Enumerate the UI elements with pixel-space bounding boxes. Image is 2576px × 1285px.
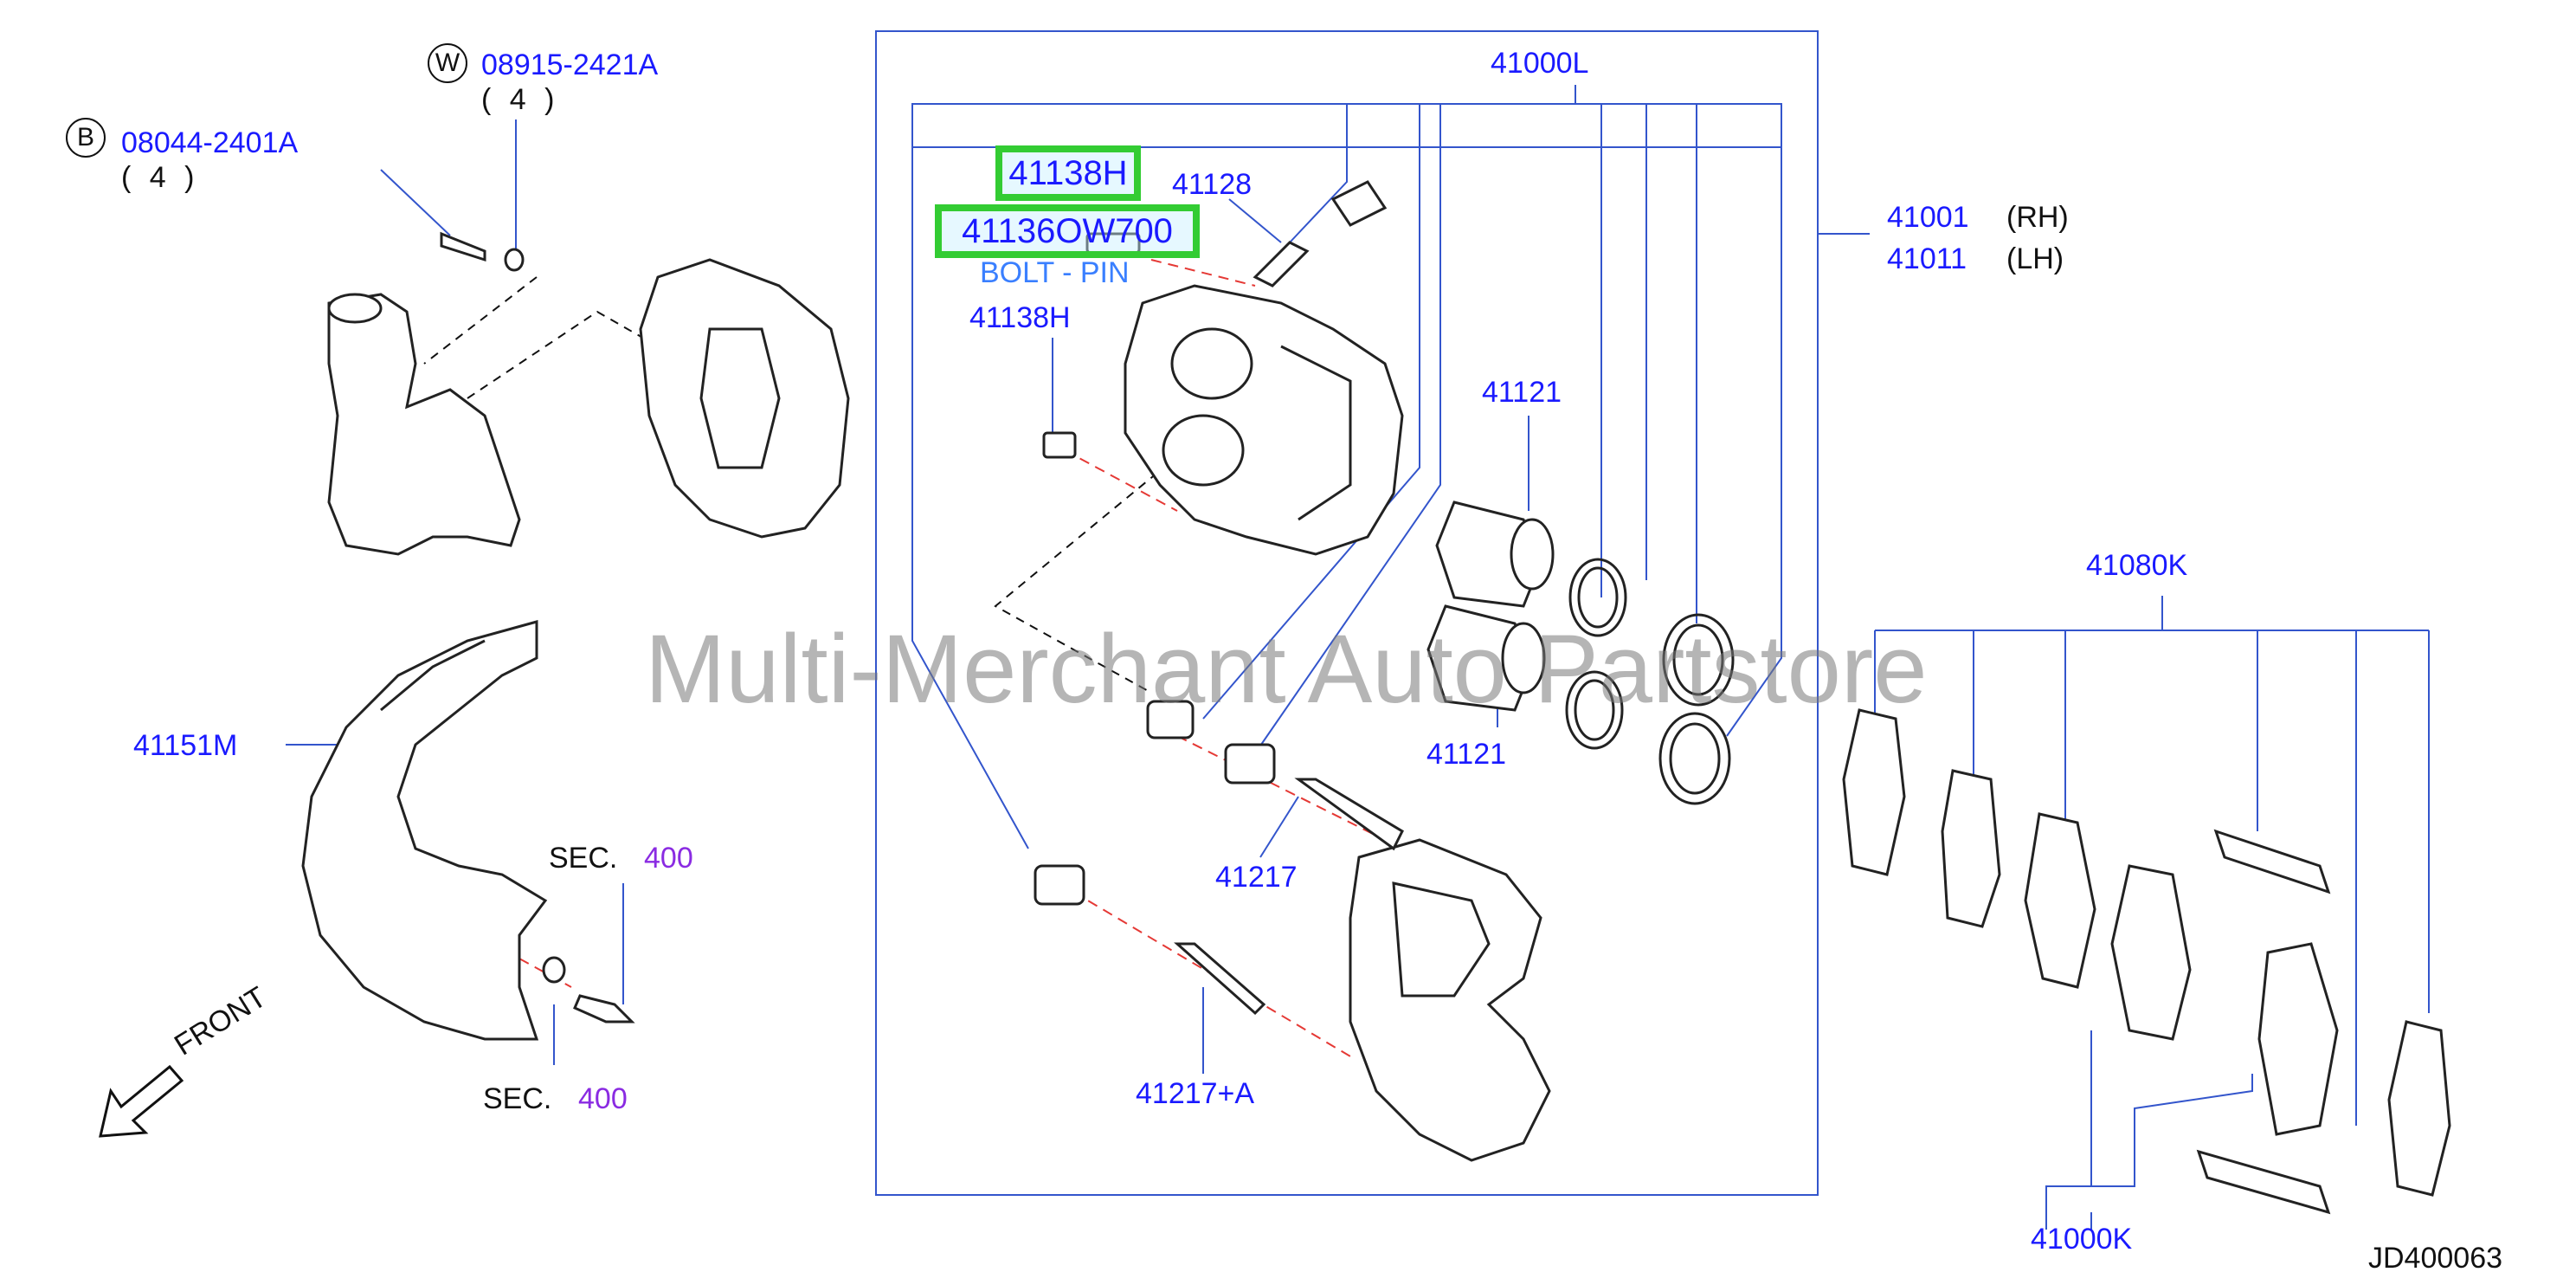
- seal-drawings: [1565, 558, 1735, 805]
- part-41011-side: (LH): [2006, 242, 2064, 275]
- part-41138H-highlighted[interactable]: 41138H: [1008, 153, 1128, 192]
- hardware-drawings: [1034, 180, 1404, 1016]
- leader-lines: [286, 85, 2430, 1230]
- sec-number-lower[interactable]: 400: [578, 1082, 628, 1115]
- brake-pad-drawings: [1842, 708, 2451, 1215]
- part-41136OW700-highlighted[interactable]: 41136OW700: [962, 211, 1173, 250]
- highlight-41138H[interactable]: 41138H: [995, 145, 1141, 201]
- part-41001-side: (RH): [2006, 201, 2069, 234]
- part-41217-label[interactable]: 41217: [1215, 861, 1298, 894]
- part-41000K-label[interactable]: 41000K: [2031, 1223, 2133, 1256]
- part-41000L-label[interactable]: 41000L: [1491, 47, 1589, 80]
- part-41121-label-top[interactable]: 41121: [1482, 376, 1562, 409]
- part-08044-2401A-label[interactable]: 08044-2401A: [121, 126, 299, 159]
- part-41080K-label[interactable]: 41080K: [2086, 549, 2188, 582]
- sec-label-lower: SEC.: [483, 1082, 552, 1115]
- part-41217A-label[interactable]: 41217+A: [1136, 1077, 1255, 1110]
- part-08044-qty: ( 4 ): [121, 161, 200, 194]
- highlight-41136OW700[interactable]: 41136OW700: [935, 204, 1200, 258]
- part-41128-label[interactable]: 41128: [1172, 168, 1253, 201]
- sec-label-upper: SEC.: [549, 842, 618, 875]
- part-41151M-label[interactable]: 41151M: [133, 729, 238, 762]
- part-41011-label[interactable]: 41011: [1887, 242, 1967, 275]
- part-41001-label[interactable]: 41001: [1887, 201, 1969, 234]
- caliper-body-drawing: [1124, 284, 1404, 556]
- dust-shield-drawing: [301, 620, 548, 1041]
- part-08915-qty: ( 4 ): [481, 83, 560, 116]
- b-code-circle: B: [66, 118, 106, 158]
- left-caliper-drawing: [639, 258, 850, 539]
- bolt-pin-caption: BOLT - PIN: [980, 256, 1130, 289]
- part-08915-2421A-label[interactable]: 08915-2421A: [481, 48, 659, 81]
- w-code-circle: W: [428, 43, 467, 83]
- knuckle-drawing: [327, 293, 521, 556]
- diagram-id: JD400063: [2368, 1242, 2503, 1275]
- caliper-assembly-frame: [875, 30, 1819, 1196]
- shield-hardware-drawing: [440, 231, 635, 1023]
- part-41121-label-bottom[interactable]: 41121: [1426, 738, 1507, 771]
- sec-number-upper[interactable]: 400: [644, 842, 693, 875]
- caliper-bracket-drawing: [1349, 838, 1551, 1162]
- front-arrow-icon: [99, 1064, 184, 1138]
- watermark: Multi-Merchant Auto Partstore: [645, 615, 1928, 723]
- part-41138H-label[interactable]: 41138H: [969, 301, 1071, 334]
- piston-drawings: [1426, 500, 1555, 712]
